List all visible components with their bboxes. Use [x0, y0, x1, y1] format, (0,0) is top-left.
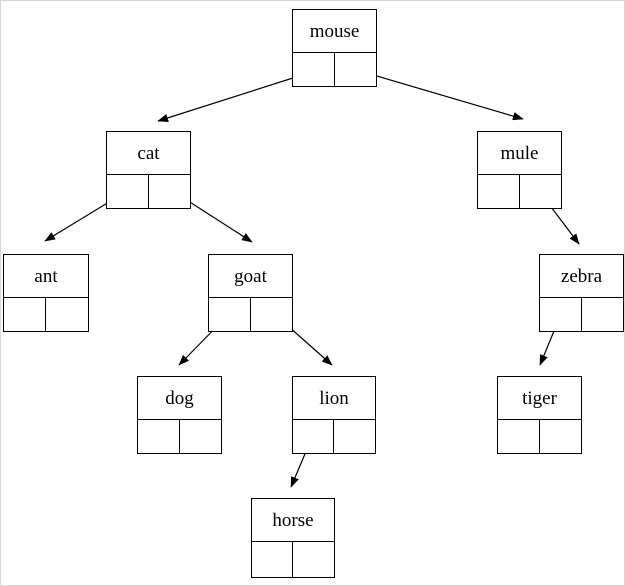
tree-node-cat[interactable]: cat	[106, 131, 191, 209]
node-left-pointer-zebra[interactable]	[540, 298, 582, 331]
node-label-goat: goat	[209, 255, 292, 298]
node-label-cat: cat	[107, 132, 190, 175]
node-pointer-cells-mule	[478, 175, 561, 208]
node-right-pointer-cat[interactable]	[149, 175, 191, 208]
node-right-pointer-mouse[interactable]	[335, 53, 377, 86]
tree-node-ant[interactable]: ant	[3, 254, 89, 332]
node-label-horse: horse	[252, 499, 334, 542]
node-left-pointer-mouse[interactable]	[293, 53, 335, 86]
tree-node-tiger[interactable]: tiger	[497, 376, 582, 454]
node-left-pointer-goat[interactable]	[209, 298, 251, 331]
node-right-pointer-goat[interactable]	[251, 298, 293, 331]
node-right-pointer-mule[interactable]	[520, 175, 562, 208]
node-label-dog: dog	[138, 377, 221, 420]
node-label-mouse: mouse	[293, 10, 376, 53]
node-pointer-cells-dog	[138, 420, 221, 453]
node-pointer-cells-zebra	[540, 298, 623, 331]
node-label-zebra: zebra	[540, 255, 623, 298]
tree-node-zebra[interactable]: zebra	[539, 254, 624, 332]
node-right-pointer-ant[interactable]	[46, 298, 88, 331]
node-left-pointer-ant[interactable]	[4, 298, 46, 331]
node-left-pointer-mule[interactable]	[478, 175, 520, 208]
node-right-pointer-lion[interactable]	[334, 420, 375, 453]
node-left-pointer-cat[interactable]	[107, 175, 149, 208]
node-pointer-cells-ant	[4, 298, 88, 331]
node-right-pointer-zebra[interactable]	[582, 298, 624, 331]
node-left-pointer-tiger[interactable]	[498, 420, 540, 453]
node-pointer-cells-tiger	[498, 420, 581, 453]
node-pointer-cells-lion	[293, 420, 375, 453]
tree-node-horse[interactable]: horse	[251, 498, 335, 578]
node-left-pointer-dog[interactable]	[138, 420, 180, 453]
node-left-pointer-lion[interactable]	[293, 420, 334, 453]
tree-node-dog[interactable]: dog	[137, 376, 222, 454]
node-right-pointer-horse[interactable]	[293, 542, 334, 577]
node-right-pointer-dog[interactable]	[180, 420, 222, 453]
node-pointer-cells-goat	[209, 298, 292, 331]
tree-node-mule[interactable]: mule	[477, 131, 562, 209]
tree-node-mouse[interactable]: mouse	[292, 9, 377, 87]
node-label-ant: ant	[4, 255, 88, 298]
node-pointer-cells-mouse	[293, 53, 376, 86]
node-pointer-cells-horse	[252, 542, 334, 577]
node-label-tiger: tiger	[498, 377, 581, 420]
tree-node-goat[interactable]: goat	[208, 254, 293, 332]
node-right-pointer-tiger[interactable]	[540, 420, 582, 453]
node-label-lion: lion	[293, 377, 375, 420]
tree-edge-mouse-to-mule	[352, 68, 524, 121]
node-label-mule: mule	[478, 132, 561, 175]
tree-node-lion[interactable]: lion	[292, 376, 376, 454]
node-left-pointer-horse[interactable]	[252, 542, 293, 577]
node-pointer-cells-cat	[107, 175, 190, 208]
